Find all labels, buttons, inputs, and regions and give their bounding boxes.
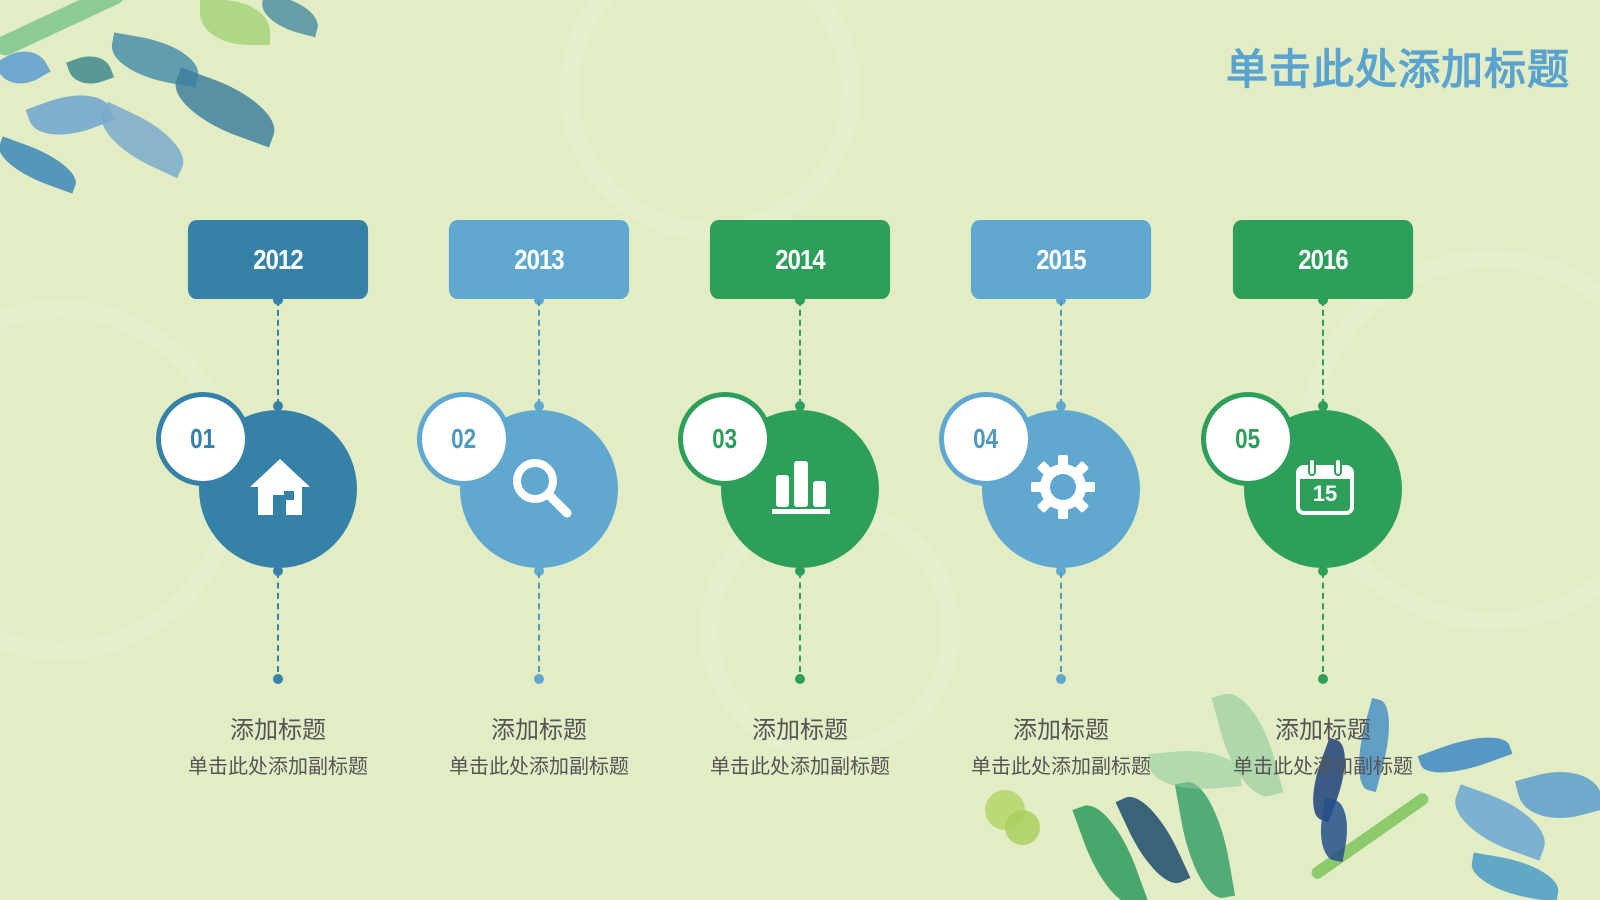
year-box[interactable]: 2014	[709, 220, 891, 299]
connector-line	[1060, 572, 1062, 672]
connector-dot	[534, 401, 544, 411]
year-label: 2015	[1036, 243, 1086, 275]
connector-line	[277, 300, 279, 405]
step-number-badge: 05	[1201, 392, 1295, 486]
step-number-badge: 03	[678, 392, 772, 486]
connector-line	[1322, 572, 1324, 672]
step-number-badge: 01	[156, 392, 250, 486]
step-title[interactable]: 添加标题	[230, 716, 326, 744]
home-icon	[250, 459, 310, 515]
step-title[interactable]: 添加标题	[752, 716, 848, 744]
step-subtitle[interactable]: 单击此处添加副标题	[971, 754, 1151, 778]
connector-dot	[1056, 566, 1066, 576]
connector-dot	[795, 566, 805, 576]
step-subtitle[interactable]: 单击此处添加副标题	[1233, 754, 1413, 778]
calendar-day: 15	[1312, 481, 1338, 506]
bar-chart-icon	[772, 461, 830, 514]
year-label: 2014	[775, 243, 825, 275]
connector-line	[277, 572, 279, 672]
step-number-badge: 04	[939, 392, 1033, 486]
connector-line	[1322, 300, 1324, 405]
connector-dot	[273, 401, 283, 411]
timeline-step-1: 2012 01 添加标题 单击此处添加副标题	[156, 0, 384, 900]
step-number-badge: 02	[417, 392, 511, 486]
calendar-icon: 15	[1296, 459, 1354, 515]
connector-line	[538, 572, 540, 672]
step-subtitle[interactable]: 单击此处添加副标题	[449, 754, 629, 778]
year-label: 2013	[514, 243, 564, 275]
connector-line	[799, 572, 801, 672]
year-box[interactable]: 2013	[448, 220, 630, 299]
connector-dot	[1056, 401, 1066, 411]
connector-line	[799, 300, 801, 405]
year-box[interactable]: 2015	[970, 220, 1152, 299]
timeline-step-2: 2013 02 添加标题 单击此处添加副标题	[417, 0, 645, 900]
connector-dot	[795, 401, 805, 411]
timeline-step-3: 2014 03 添加标题 单击此处添加副标题	[678, 0, 906, 900]
timeline-step-4: 2015 04 添加标题 单击此处添加副标题	[939, 0, 1167, 900]
search-icon	[513, 459, 572, 518]
gear-icon	[1031, 455, 1095, 519]
year-label: 2016	[1298, 243, 1348, 275]
step-title[interactable]: 添加标题	[1275, 716, 1371, 744]
slide-title[interactable]: 单击此处添加标题	[1225, 45, 1570, 94]
step-title[interactable]: 添加标题	[1013, 716, 1109, 744]
step-title[interactable]: 添加标题	[491, 716, 587, 744]
connector-dot	[273, 674, 283, 684]
connector-dot	[273, 566, 283, 576]
connector-dot	[1318, 566, 1328, 576]
connector-line	[538, 300, 540, 405]
step-subtitle[interactable]: 单击此处添加副标题	[188, 754, 368, 778]
connector-dot	[1056, 674, 1066, 684]
connector-line	[1060, 300, 1062, 405]
year-label: 2012	[253, 243, 303, 275]
connector-dot	[534, 674, 544, 684]
connector-dot	[1318, 674, 1328, 684]
timeline-step-5: 2016 15 05 添加标题 单击此处添加副标题	[1201, 0, 1429, 900]
year-box[interactable]: 2012	[187, 220, 369, 299]
connector-dot	[1318, 401, 1328, 411]
year-box[interactable]: 2016	[1232, 220, 1414, 299]
connector-dot	[534, 566, 544, 576]
step-subtitle[interactable]: 单击此处添加副标题	[710, 754, 890, 778]
connector-dot	[795, 674, 805, 684]
